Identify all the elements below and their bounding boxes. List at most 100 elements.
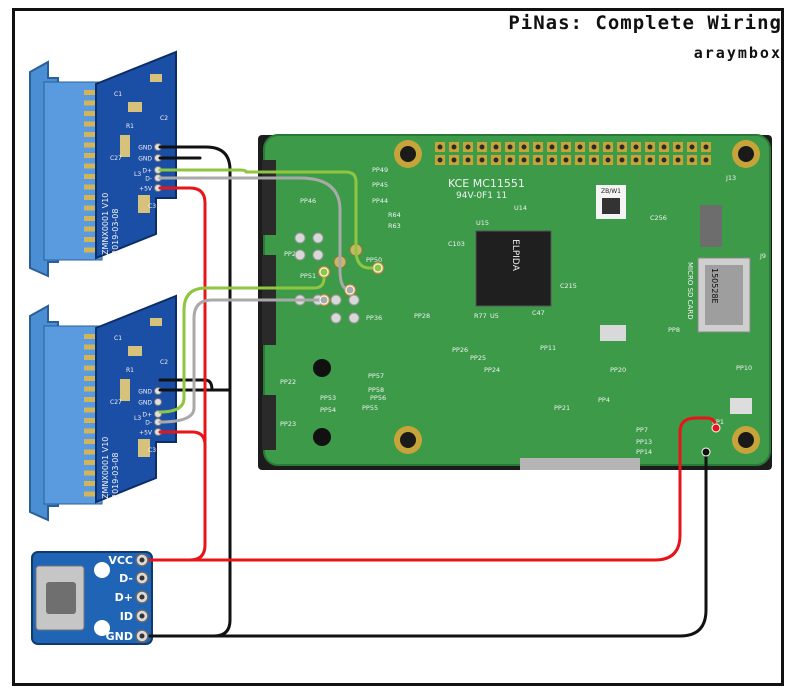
gpio-pin-hole xyxy=(689,157,695,163)
breakout-pin-hole xyxy=(139,633,145,639)
wire-dplus-bottom xyxy=(158,270,326,414)
soc-chip xyxy=(475,230,552,307)
adapter-silkscreen: C27 xyxy=(110,399,122,406)
via xyxy=(294,249,306,261)
sd-card-inner xyxy=(705,265,743,325)
breakout-pin-hole xyxy=(139,594,145,600)
board-mark-2: 94V-0F1 11 xyxy=(456,191,507,201)
adapter-pin-label: D- xyxy=(145,176,152,183)
pad-label: PP36 xyxy=(366,314,382,322)
gpio-pin-hole xyxy=(507,157,513,163)
adapter-date: 2019-03-08 xyxy=(111,209,120,256)
wire-power-pi xyxy=(148,416,718,562)
gpio-pin-hole xyxy=(591,157,597,163)
gpio-pin-hole xyxy=(633,144,639,150)
breakout-pin-hole xyxy=(139,575,145,581)
sata-contact xyxy=(84,460,98,465)
gpio-pin-hole xyxy=(479,144,485,150)
component xyxy=(138,439,150,457)
sd-serial: 150528E xyxy=(710,268,719,304)
pad-label: PP27 xyxy=(284,250,300,258)
gpio-pin-hole xyxy=(521,144,527,150)
component xyxy=(150,74,162,82)
sata-contact xyxy=(84,449,98,455)
sata-contact xyxy=(84,237,98,242)
gpio-pin-hole xyxy=(437,144,443,150)
component xyxy=(700,205,722,247)
pad-label: R63 xyxy=(388,222,401,230)
wire-ground-pi xyxy=(148,450,708,638)
gpio-pin-hole xyxy=(619,144,625,150)
gpio-pin-hole xyxy=(493,144,499,150)
diagram-title: PiNas: Complete Wiring xyxy=(508,12,782,34)
adapter-silkscreen: L3 xyxy=(134,171,141,178)
wire-endpoint xyxy=(319,295,329,305)
adapter-pcb xyxy=(95,50,177,260)
sata-contact xyxy=(84,439,98,444)
pad-label: PP58 xyxy=(368,386,384,394)
via xyxy=(312,232,324,244)
micro-usb-opening xyxy=(46,582,76,614)
pad-label: PP24 xyxy=(484,366,500,374)
pad-label: R77 xyxy=(474,312,487,320)
adapter-date: 2019-03-08 xyxy=(111,453,120,500)
component xyxy=(138,195,150,213)
sata-contact xyxy=(84,226,98,232)
adapter-silkscreen: R1 xyxy=(126,367,134,374)
pad-label: PP55 xyxy=(362,404,378,412)
pad-label: PP53 xyxy=(320,394,336,402)
pad-label: C47 xyxy=(532,309,545,317)
pad-label: PP26 xyxy=(452,346,468,354)
board-mark: KCE MC11551 xyxy=(448,177,525,190)
pad-label: J13 xyxy=(725,174,736,182)
sata-contact xyxy=(84,365,98,371)
component xyxy=(120,135,130,157)
sata-connector-body xyxy=(43,325,103,505)
gpio-pin-hole xyxy=(535,144,541,150)
qr-code xyxy=(602,198,620,214)
adapter-silkscreen: R1 xyxy=(126,123,134,130)
wire-endpoint xyxy=(345,285,355,295)
gpio-pin-hole xyxy=(675,157,681,163)
gpio-pin-hole xyxy=(465,157,471,163)
component xyxy=(313,428,331,446)
adapter-part: ZMNX0001 V10 xyxy=(101,437,110,499)
pad-label: PP1 xyxy=(712,418,724,426)
wire-endpoints xyxy=(319,263,721,457)
sata-contact xyxy=(84,397,98,402)
gpio-pin-hole xyxy=(451,144,457,150)
component xyxy=(128,346,142,356)
adapter-silkscreen: C3 xyxy=(148,203,156,210)
sata-contact xyxy=(84,334,98,339)
pad-label: PP25 xyxy=(470,354,486,362)
wire-dplus-top xyxy=(158,168,380,270)
gpio-pin-hole xyxy=(647,157,653,163)
mounting-hole xyxy=(94,620,110,636)
breakout-pin-label: VCC xyxy=(108,554,133,567)
adapter-pin-label: GND xyxy=(138,389,152,396)
sata-contact xyxy=(84,100,98,106)
sata-contact xyxy=(84,163,98,169)
sata-contact xyxy=(84,111,98,116)
sata-contact xyxy=(84,174,98,179)
sata-contact xyxy=(84,90,98,95)
via xyxy=(330,312,342,324)
adapter-pin-label: +5V xyxy=(139,430,153,437)
sata-contact xyxy=(84,386,98,392)
pad-label: PP11 xyxy=(540,344,556,352)
pad-label: U5 xyxy=(490,312,499,320)
pad-label: PP44 xyxy=(372,197,388,205)
component xyxy=(150,318,162,326)
adapter-pin-label: GND xyxy=(138,400,152,407)
adapter-silkscreen: L3 xyxy=(134,415,141,422)
diagram-frame xyxy=(12,8,784,686)
pad-label: PP28 xyxy=(414,312,430,320)
component xyxy=(128,102,142,112)
pad-label: PP21 xyxy=(554,404,570,412)
via xyxy=(312,249,324,261)
gpio-pin-hole xyxy=(577,157,583,163)
adapter-silkscreen: C27 xyxy=(110,155,122,162)
sata-contact xyxy=(84,205,98,211)
breakout-pin-hole xyxy=(139,613,145,619)
